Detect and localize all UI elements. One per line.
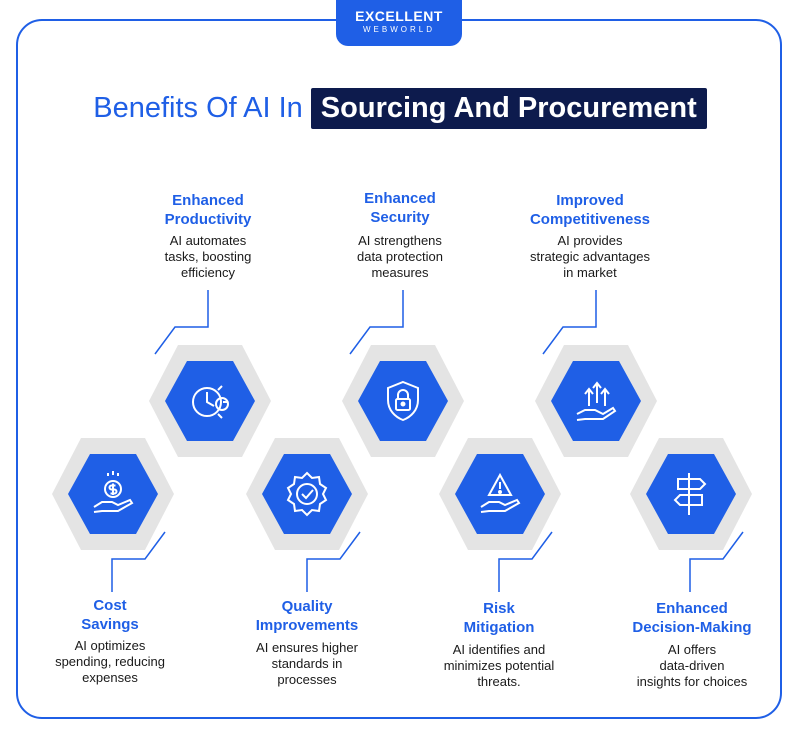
benefit-productivity: Enhanced Productivity AI automates tasks… [118,191,298,281]
benefit-description: AI provides [557,233,623,248]
benefit-cost-savings: Cost Savings AI optimizes spending, redu… [20,596,200,686]
connector-decision [689,531,744,592]
brand-logo: EXCELLENT WEBWORLD [336,0,462,46]
signpost-icon [666,469,716,519]
hexagon-quality [244,436,370,552]
gear-clock-icon [185,376,235,426]
hand-warning-icon [475,469,525,519]
connector-risk [498,531,553,592]
hexagon-risk [437,436,563,552]
benefit-quality: Quality Improvements AI ensures higher s… [217,597,397,688]
hand-arrows-up-icon [571,376,621,426]
hand-dollar-icon [88,469,138,519]
benefit-description: minimizes potential [443,658,555,673]
page-title: Benefits Of AI In Sourcing And Procureme… [0,88,800,129]
benefit-heading: Decision-Making [632,619,752,636]
benefit-description: AI ensures higher [256,640,358,655]
benefit-heading: Savings [81,616,139,633]
benefit-description: AI strengthens [358,233,442,248]
hexagon-competitiveness [533,343,659,459]
benefit-heading: Enhanced [172,192,244,209]
logo-line-2: WEBWORLD [363,25,435,34]
benefit-description: spending, reducing [55,654,165,669]
benefit-description: strategic advantages [530,249,650,264]
benefit-description: efficiency [181,265,235,280]
benefit-description: data-driven [659,658,725,673]
hexagon-security [340,343,466,459]
benefit-heading: Security [370,209,430,226]
benefit-risk: Risk Mitigation AI identifies and minimi… [409,599,589,690]
connector-cost [111,531,166,592]
benefit-heading: Cost [93,597,127,614]
benefit-description: in market [563,265,617,280]
benefit-description: measures [371,265,429,280]
benefit-description: threats. [477,674,521,689]
benefit-heading: Enhanced [656,600,728,617]
benefit-decision: Enhanced Decision-Making AI offers data-… [602,599,782,690]
hexagon-productivity [147,343,273,459]
benefit-description: tasks, boosting [164,249,252,264]
connector-productivity [154,290,209,355]
benefit-heading: Improvements [255,617,359,634]
benefit-description: AI offers [667,642,717,657]
benefit-description: AI automates [169,233,247,248]
title-plain: Benefits Of AI In [93,92,303,124]
benefit-description: insights for choices [636,674,748,689]
connector-competitiveness [542,290,597,355]
benefit-heading: Quality [281,598,333,615]
connector-security [349,290,404,355]
hexagon-decision [628,436,754,552]
benefit-heading: Productivity [164,211,252,228]
benefit-heading: Risk [483,600,515,617]
quality-badge-icon [282,469,332,519]
benefit-description: processes [277,672,337,687]
benefit-description: AI optimizes [74,638,146,653]
benefit-heading: Mitigation [463,619,535,636]
benefit-heading: Enhanced [364,190,436,207]
hexagon-cost-savings [50,436,176,552]
benefit-competitiveness: Improved Competitiveness AI provides str… [500,191,680,281]
benefit-heading: Competitiveness [529,211,651,228]
benefit-security: Enhanced Security AI strengthens data pr… [310,189,490,281]
benefit-heading: Improved [556,192,624,209]
logo-line-1: EXCELLENT [355,8,443,24]
benefit-description: AI identifies and [452,642,546,657]
title-highlight: Sourcing And Procurement [310,88,707,129]
benefit-description: standards in [271,656,343,671]
benefit-description: expenses [82,670,138,685]
connector-quality [306,531,361,592]
shield-lock-icon [378,376,428,426]
benefit-description: data protection [356,249,443,264]
